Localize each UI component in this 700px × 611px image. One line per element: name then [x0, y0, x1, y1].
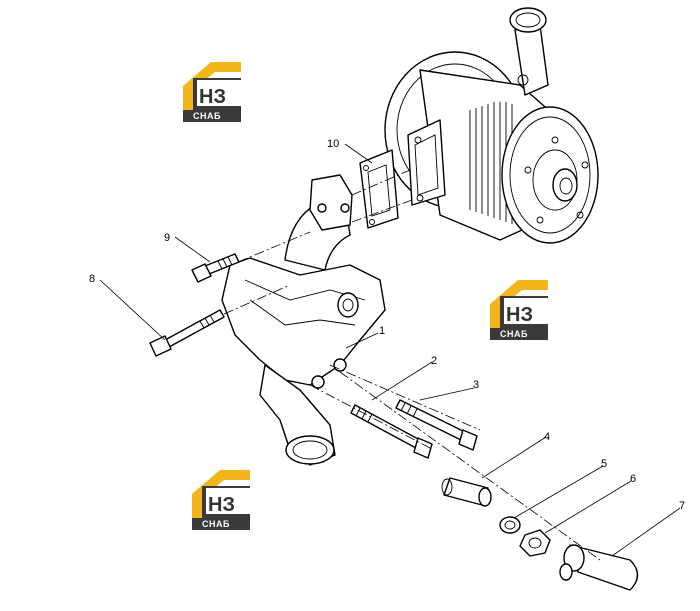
bolt-8	[149, 309, 225, 357]
bolt-2	[350, 404, 433, 459]
assembly-lines	[223, 169, 601, 561]
logo-subtitle: СНАБ	[202, 519, 230, 529]
logo-letters: НЗ	[208, 494, 235, 516]
logo-letters: НЗ	[506, 304, 533, 326]
callout-9: 9	[164, 232, 170, 244]
callout-1: 1	[379, 325, 385, 337]
thermostat-housing-1	[221, 174, 386, 466]
callout-10: 10	[327, 138, 339, 150]
callout-5: 5	[601, 458, 607, 470]
water-pump	[384, 7, 599, 244]
callout-7: 7	[679, 500, 685, 512]
callout-4: 4	[544, 431, 550, 443]
watermark-logo-bottom: НЗ СНАБ	[192, 470, 250, 530]
watermark-logo-middle: НЗ СНАБ	[490, 280, 548, 340]
sleeve-4	[441, 477, 492, 507]
callout-6: 6	[630, 473, 636, 485]
fitting-7	[559, 544, 639, 591]
callout-2: 2	[431, 355, 437, 367]
leader-lines	[99, 143, 681, 557]
callout-labels: 10 9 8 1 2 3 4 5 6 7	[89, 138, 685, 512]
bolt-3	[395, 399, 478, 451]
watermark-logo-top: НЗ СНАБ	[183, 62, 241, 122]
washer-5	[499, 516, 521, 534]
nut-6	[519, 529, 551, 557]
callout-3: 3	[473, 379, 479, 391]
logo-subtitle: СНАБ	[500, 329, 528, 339]
callout-8: 8	[89, 273, 95, 285]
logo-subtitle: СНАБ	[193, 111, 221, 121]
logo-letters: НЗ	[199, 86, 226, 108]
